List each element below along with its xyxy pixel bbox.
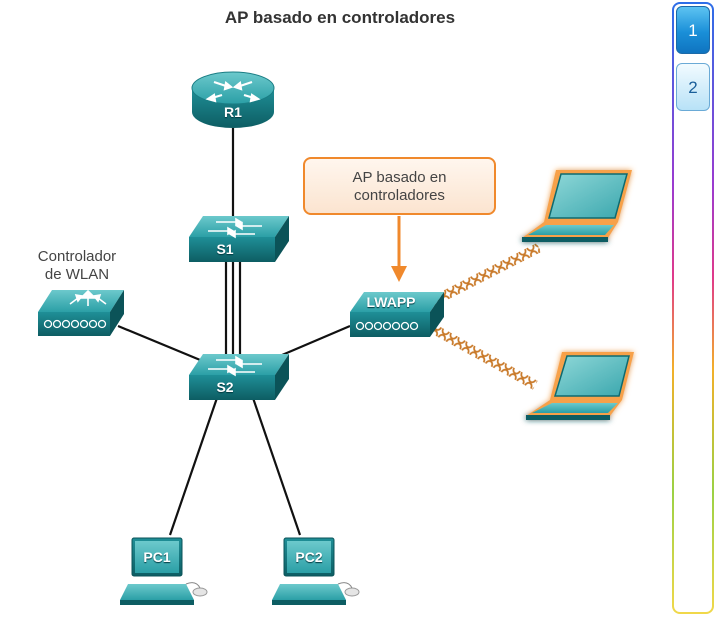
- wlan-controller-caption: Controlador de WLAN: [22, 248, 132, 284]
- step-2-button[interactable]: 2: [676, 63, 710, 111]
- diagram-title: AP basado en controladores: [224, 8, 456, 27]
- link-ap-s2: [274, 324, 351, 360]
- wired-links: [117, 128, 351, 536]
- router-r1[interactable]: [191, 71, 275, 128]
- callout-line-1: AP basado en: [352, 169, 447, 186]
- wlan-controller[interactable]: [38, 289, 124, 336]
- pc-pc1[interactable]: [120, 537, 208, 605]
- callout-box: AP basado en controladores: [303, 157, 496, 215]
- switch-s2[interactable]: [189, 354, 289, 400]
- callout-arrow: [391, 216, 407, 282]
- access-point-lwapp[interactable]: [350, 292, 444, 337]
- pc2-label: PC2: [295, 549, 323, 565]
- switch-s1-label: S1: [216, 241, 234, 257]
- link-s2-pc2: [250, 394, 302, 536]
- wlan-controller-caption-line-2: de WLAN: [44, 266, 110, 283]
- callout-line-2: controladores: [354, 187, 445, 204]
- switch-s2-label: S2: [216, 379, 234, 395]
- pc1-label: PC1: [143, 549, 171, 565]
- switch-s1[interactable]: [189, 216, 289, 262]
- pc-pc2[interactable]: [272, 537, 360, 605]
- laptop-upper[interactable]: [522, 170, 632, 242]
- wireless-link-upper: [429, 243, 542, 307]
- router-r1-label: R1: [224, 104, 242, 120]
- wireless-link-lower: [429, 323, 538, 390]
- laptop-lower[interactable]: [526, 352, 634, 420]
- wlan-controller-caption-line-1: Controlador: [37, 248, 117, 265]
- link-controller-s2: [117, 324, 206, 364]
- link-s2-pc1: [168, 394, 220, 536]
- step-1-button[interactable]: 1: [676, 6, 710, 54]
- access-point-label: LWAPP: [366, 294, 416, 310]
